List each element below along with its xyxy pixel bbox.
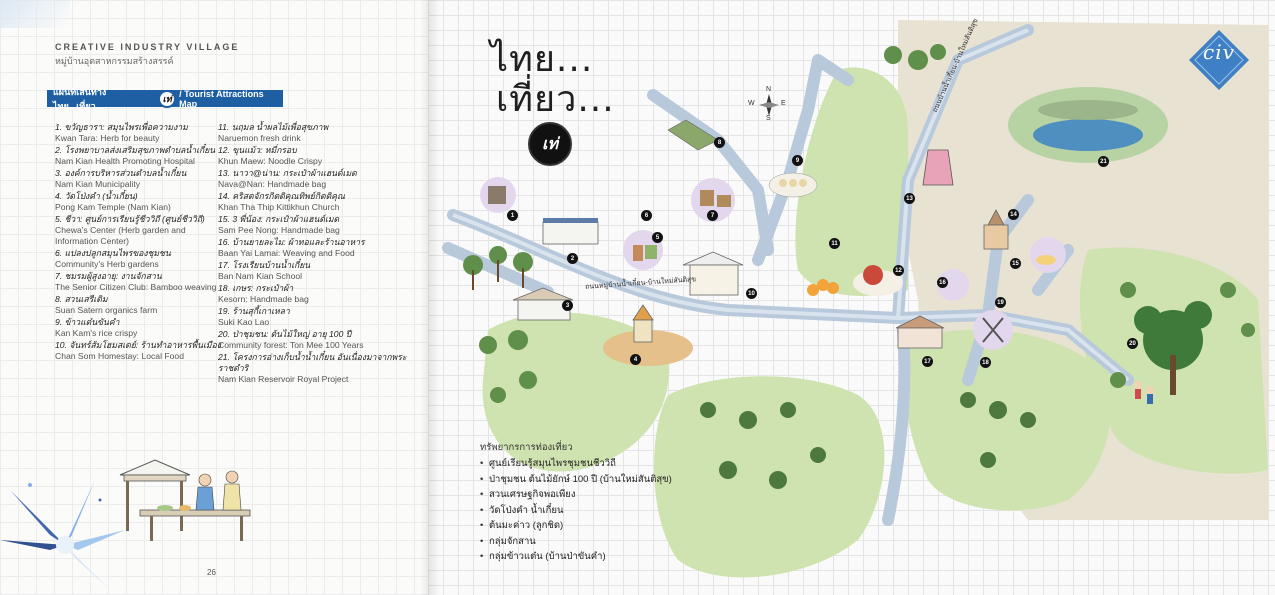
- map-title-bar: แผนที่เส้นทางไทย...เที่ยว... เท่ / Touri…: [47, 87, 283, 111]
- map-marker-21[interactable]: 21: [1098, 156, 1109, 167]
- villagers-figure: [1134, 381, 1154, 404]
- map-marker-14[interactable]: 14: [1008, 209, 1019, 220]
- compass-rose: N S E W: [748, 86, 786, 122]
- map-marker-15[interactable]: 15: [1010, 258, 1021, 269]
- list-item: วัดโป่งคำ น้ำเกี๋ยน: [480, 503, 672, 519]
- hospital-building: [542, 218, 599, 245]
- green-zone-forest: [654, 376, 885, 578]
- list-item: 21. โครงการอ่างเก็บน้ำน้ำเกี๋ยน อันเนื่อ…: [218, 352, 407, 384]
- map-marker-3[interactable]: 3: [562, 300, 573, 311]
- map-marker-6[interactable]: 6: [641, 210, 652, 221]
- tagline-line-1: ไทย...: [490, 39, 594, 80]
- map-marker-13[interactable]: 13: [904, 193, 915, 204]
- list-item: 20. ป่าชุมชน: ต้นไม้ใหญ่ อายุ 100 ปีComm…: [218, 329, 364, 350]
- section-eyebrow: CREATIVE INDUSTRY VILLAGE: [55, 42, 240, 52]
- list-item: ป่าชุมชน ต้นไม้ยักษ์ 100 ปี (บ้านใหม่สัน…: [480, 472, 672, 488]
- map-marker-18[interactable]: 18: [980, 357, 991, 368]
- list-item: 10. จันทร์ส้มโฮมสเตย์: ร้านทำอาหารพื้นเม…: [55, 340, 221, 361]
- page-gutter: [420, 0, 440, 595]
- map-title-thai: แผนที่เส้นทางไทย...เที่ยว...: [53, 86, 107, 111]
- green-zone-east: [904, 329, 1110, 511]
- tourist-map: [442, 20, 1268, 578]
- map-marker-19[interactable]: 19: [995, 297, 1006, 308]
- map-marker-5[interactable]: 5: [652, 232, 663, 243]
- temple-ground: [603, 330, 693, 366]
- map-title-badge: เท่: [158, 89, 177, 108]
- church-building: [983, 209, 1009, 250]
- list-item: ศูนย์เรียนรู้สมุนไพรชุมชนชีววิถี: [480, 456, 672, 472]
- map-marker-4[interactable]: 4: [630, 354, 641, 365]
- corner-decoration: [0, 0, 70, 28]
- compass-east: E: [781, 100, 786, 107]
- map-marker-17[interactable]: 17: [922, 356, 933, 367]
- civ-logo-icon: [1189, 30, 1249, 90]
- map-marker-2[interactable]: 2: [567, 253, 578, 264]
- compass-west: W: [748, 100, 755, 107]
- flower-burst-illustration: [0, 480, 125, 590]
- reservoir-hill: [1038, 100, 1138, 120]
- map-marker-10[interactable]: 10: [746, 288, 757, 299]
- list-item: กลุ่มข้าวแต๋น (บ้านป่าขันคำ): [480, 549, 672, 565]
- food-stall-illustration: [119, 459, 251, 541]
- map-marker-1[interactable]: 1: [507, 210, 518, 221]
- temple-building: [632, 304, 654, 343]
- page-number: 26: [207, 568, 216, 577]
- compass-south: S: [766, 115, 771, 122]
- municipality-building: [512, 287, 574, 321]
- map-marker-7[interactable]: 7: [707, 210, 718, 221]
- map-title-english: / Tourist Attractions Map: [179, 88, 264, 109]
- map-marker-9[interactable]: 9: [792, 155, 803, 166]
- attraction-icon-circles: [480, 119, 1066, 350]
- list-item: 4. วัดโป่งคำ (น้ำเกี๋ยน)Pong Kam Temple …: [55, 191, 171, 212]
- road-centerline: [452, 28, 1130, 382]
- tagline-badge: เท่: [528, 122, 572, 166]
- brand-logo-text: civ: [1203, 40, 1235, 64]
- tagline: ไทย... เที่ยว...: [490, 40, 615, 120]
- compass-north: N: [766, 86, 772, 93]
- list-item: ต้นมะค่าว (ลูกชิด): [480, 518, 672, 534]
- map-marker-11[interactable]: 11: [829, 238, 840, 249]
- tree-cluster: [463, 44, 1255, 489]
- tagline-line-2: เที่ยว...: [496, 79, 615, 120]
- map-marker-20[interactable]: 20: [1127, 338, 1138, 349]
- map-marker-16[interactable]: 16: [937, 277, 948, 288]
- map-marker-8[interactable]: 8: [714, 137, 725, 148]
- compass-icon: [759, 94, 779, 116]
- map-marker-12[interactable]: 12: [893, 265, 904, 276]
- list-item: กลุ่มจักสาน: [480, 534, 672, 550]
- resources-title: ทรัพยากรการท่องเที่ยว: [480, 442, 573, 453]
- homestay-stall: [682, 251, 744, 296]
- reservoir-water: [1033, 119, 1143, 151]
- school-building: [895, 315, 945, 349]
- resources-list: ศูนย์เรียนรู้สมุนไพรชุมชนชีววิถี ป่าชุมช…: [480, 456, 672, 565]
- section-eyebrow-thai: หมู่บ้านอุตสาหกรรมสร้างสรรค์: [55, 56, 174, 66]
- list-item: สวนเศรษฐกิจพอเพียง: [480, 487, 672, 503]
- green-zone-north: [795, 67, 908, 296]
- list-item: 5. ชีวา: ศูนย์การเรียนรู้ชีววิถี (ศูนย์ช…: [55, 214, 205, 246]
